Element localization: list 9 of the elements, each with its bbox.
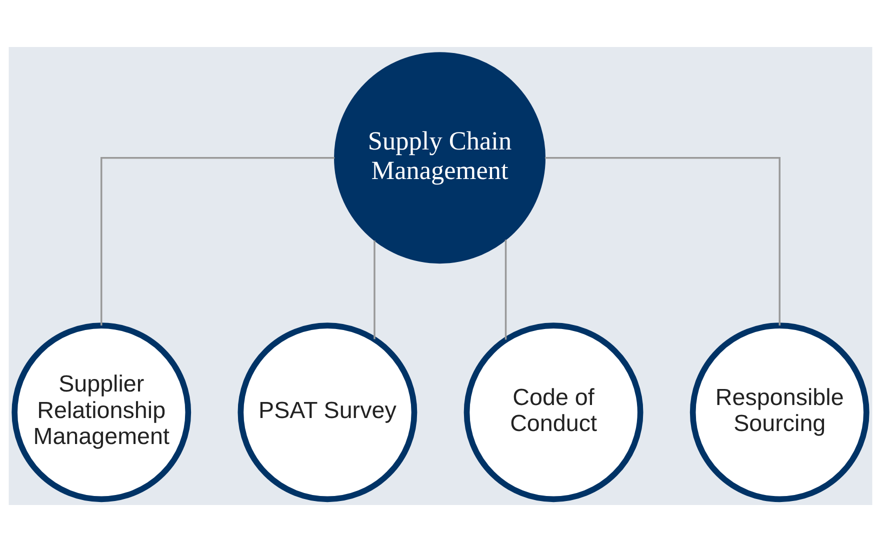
connector bbox=[504, 239, 507, 340]
node-circle: Supply Chain Management bbox=[334, 52, 546, 264]
connector bbox=[374, 240, 376, 339]
node-circle: PSAT Survey bbox=[238, 322, 418, 502]
node-circle: Supplier Relationship Management bbox=[12, 322, 192, 502]
node-circle: Responsible Sourcing bbox=[690, 322, 870, 502]
connector bbox=[544, 156, 780, 325]
connector bbox=[100, 156, 335, 325]
node-circle: Code of Conduct bbox=[464, 322, 644, 502]
